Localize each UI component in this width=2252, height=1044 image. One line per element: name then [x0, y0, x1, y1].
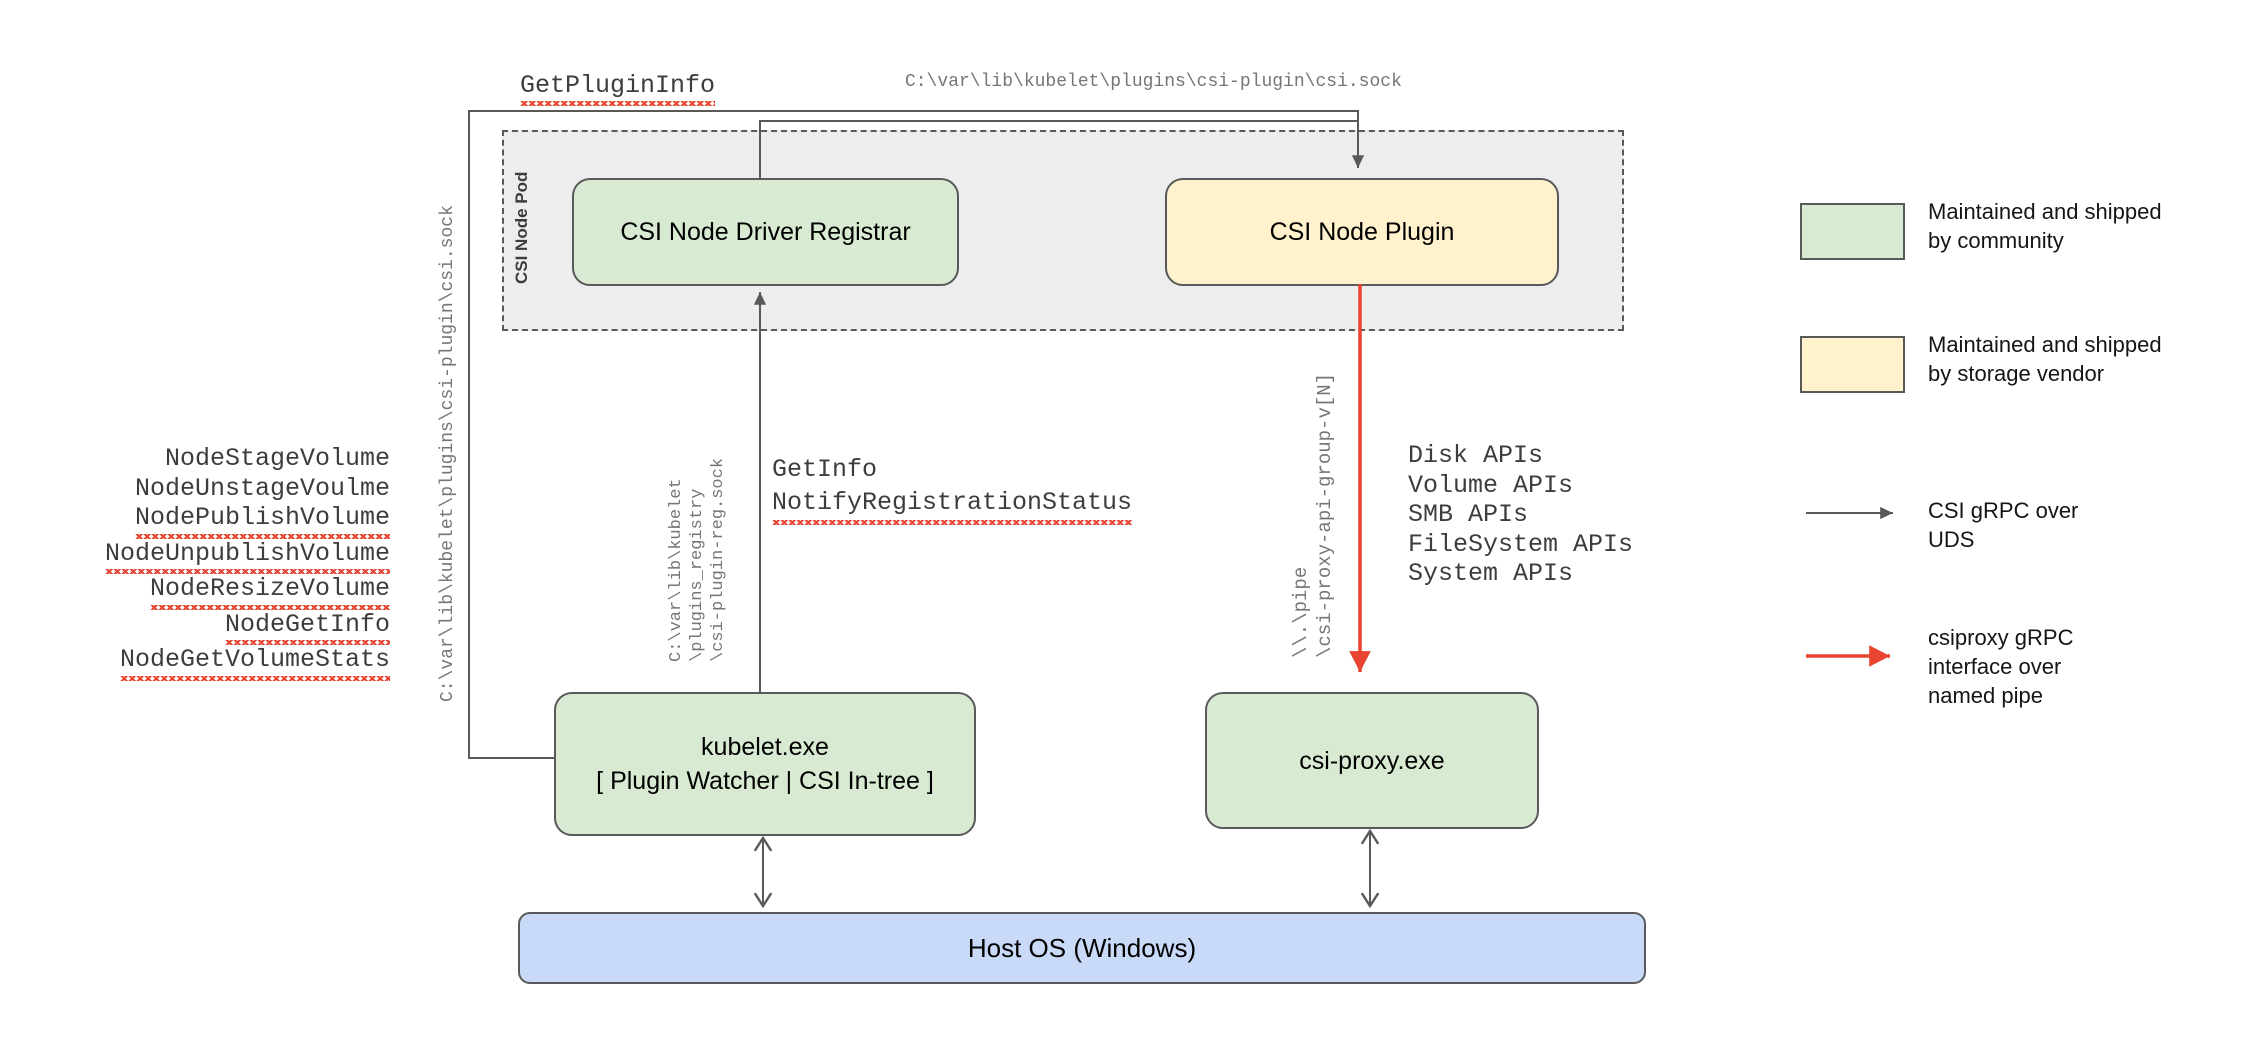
- csi-sock-path-top-label: C:\var\lib\kubelet\plugins\csi-plugin\cs…: [905, 72, 1402, 92]
- legend-label-vendor: Maintained and shipped by storage vendor: [1928, 332, 2162, 386]
- list-item: System APIs: [1408, 559, 1574, 588]
- get-plugin-info-label: GetPluginInfo: [520, 71, 715, 106]
- list-item: Volume APIs: [1408, 470, 1574, 500]
- pipe-path-label: \\.\pipe \csi-proxy-api-group-v[N]: [1290, 372, 1336, 658]
- host-os-box: Host OS (Windows): [518, 912, 1646, 984]
- registry-path-label: C:\var\lib\kubelet \plugins_registry \cs…: [667, 457, 728, 662]
- csi-node-plugin-box: CSI Node Plugin: [1165, 178, 1559, 286]
- get-info-label: GetInfo: [772, 455, 878, 484]
- kubelet-box: kubelet.exe [ Plugin Watcher | CSI In-tr…: [554, 692, 976, 836]
- csi-node-pod-label: CSI Node Pod: [512, 171, 531, 284]
- host-os-label: Host OS (Windows): [967, 933, 1197, 963]
- list-item: Disk APIs: [1408, 441, 1544, 470]
- list-item: NodeUnpublishVolume: [90, 539, 390, 575]
- list-item: NodeGetVolumeStats: [90, 645, 390, 681]
- registration-calls: GetInfo NotifyRegistrationStatus: [772, 453, 1132, 525]
- node-calls-list: NodeStageVolume NodeUnstageVoulme NodePu…: [90, 444, 390, 681]
- csi-node-driver-registrar-box: CSI Node Driver Registrar: [572, 178, 959, 286]
- list-item: SMB APIs: [1408, 500, 1529, 529]
- legend-label-uds: CSI gRPC over UDS: [1928, 498, 2079, 552]
- kubelet-label: kubelet.exe [ Plugin Watcher | CSI In-tr…: [596, 730, 934, 798]
- list-item: NodeStageVolume: [164, 444, 390, 473]
- list-item: NodeGetInfo: [90, 610, 390, 646]
- api-groups-list: Disk APIs Volume APIs SMB APIs FileSyste…: [1408, 441, 1633, 589]
- kubelet-label-line1: kubelet.exe: [701, 733, 829, 761]
- legend-label-named-pipe: csiproxy gRPC interface over named pipe: [1928, 625, 2074, 708]
- legend-label-community: Maintained and shipped by community: [1928, 199, 2162, 253]
- csi-node-driver-registrar-label: CSI Node Driver Registrar: [620, 218, 911, 246]
- csi-sock-path-left-label: C:\var\lib\kubelet\plugins\csi-plugin\cs…: [438, 205, 458, 702]
- list-item: NodeResizeVolume: [90, 574, 390, 610]
- legend-swatch-community: [1800, 203, 1905, 260]
- csi-node-plugin-label: CSI Node Plugin: [1269, 218, 1455, 246]
- legend-swatch-vendor: [1800, 336, 1905, 393]
- list-item: NodePublishVolume: [90, 503, 390, 539]
- csi-proxy-box: csi-proxy.exe: [1205, 692, 1539, 829]
- notify-registration-status-label: NotifyRegistrationStatus: [772, 486, 1132, 525]
- csi-proxy-label: csi-proxy.exe: [1299, 746, 1445, 775]
- kubelet-label-line2: [ Plugin Watcher | CSI In-tree ]: [596, 767, 934, 795]
- list-item: NodeUnstageVoulme: [134, 473, 390, 503]
- list-item: FileSystem APIs: [1408, 529, 1634, 559]
